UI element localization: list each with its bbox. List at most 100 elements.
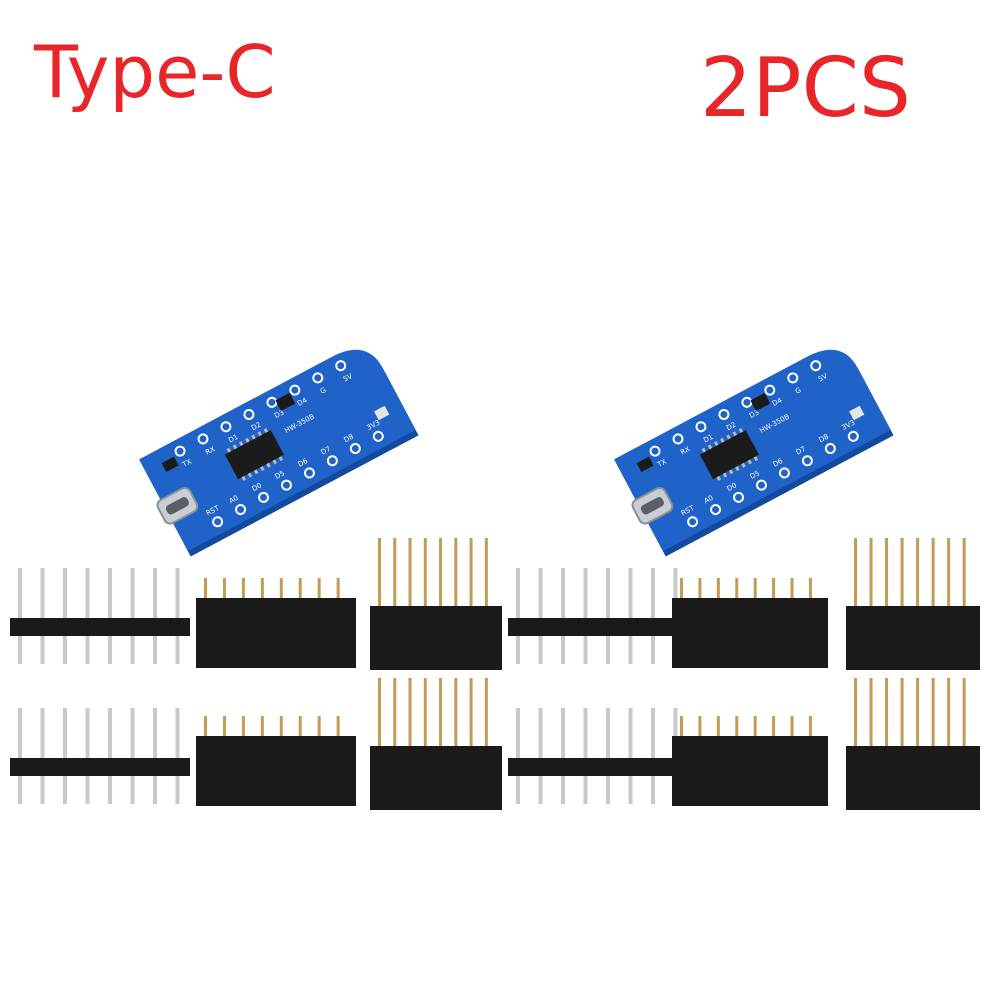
chip-leg: [722, 472, 728, 478]
long-pin: [484, 678, 488, 748]
female-pin: [336, 578, 340, 600]
female-pin: [317, 716, 321, 738]
pin-label: RX: [679, 445, 691, 457]
header-plastic: [846, 746, 980, 810]
pin-label: D8: [818, 433, 830, 445]
male-pin: [538, 708, 543, 804]
male-pin: [516, 568, 520, 664]
female-pin: [735, 716, 739, 738]
header-plastic: [370, 746, 502, 810]
pin-label: D4: [296, 396, 309, 408]
male-pin-header: [508, 568, 688, 664]
chip-leg: [247, 472, 253, 478]
pin-hole: [258, 491, 270, 503]
pin-label: 5V: [342, 372, 354, 384]
long-pin: [454, 678, 458, 748]
male-pin: [651, 568, 655, 664]
long-pin: [439, 678, 443, 748]
long-pin: [885, 538, 889, 608]
female-pin: [753, 578, 757, 600]
chip-leg: [272, 459, 277, 465]
chip-leg: [266, 462, 271, 468]
male-pin-header: [508, 708, 688, 804]
long-pin: [854, 678, 857, 748]
male-pin: [538, 568, 543, 664]
long-pin: [408, 538, 412, 608]
female-pin: [808, 716, 812, 738]
chip-leg: [226, 447, 232, 453]
pin-hole: [787, 372, 799, 384]
male-pin: [63, 568, 67, 664]
usb-c-opening: [165, 497, 189, 515]
stackable-header: [370, 538, 502, 670]
female-pin: [204, 716, 207, 738]
female-header: [672, 716, 828, 806]
header-plastic: [846, 606, 980, 670]
pin-hole: [212, 516, 224, 528]
pin-hole: [733, 491, 745, 503]
transistor: [275, 392, 296, 412]
chip-leg: [245, 437, 250, 443]
female-pin: [698, 716, 702, 738]
long-pin: [393, 678, 397, 748]
long-pin: [423, 678, 427, 748]
female-pin: [808, 578, 812, 600]
pin-hole: [289, 384, 301, 396]
female-header: [196, 578, 356, 668]
long-pin: [439, 538, 443, 608]
male-pin: [18, 568, 22, 664]
female-pin: [260, 578, 264, 600]
male-pin-header: [10, 568, 190, 664]
pin-label: D2: [250, 421, 262, 433]
long-pin: [916, 538, 920, 608]
male-pin: [85, 568, 90, 664]
pin-hole: [235, 504, 247, 516]
male-pin-header: [10, 708, 190, 804]
pin-hole: [847, 430, 859, 442]
male-pin: [18, 708, 22, 804]
pin-hole: [280, 479, 292, 491]
header-plastic: [10, 758, 190, 776]
long-pin: [916, 678, 920, 748]
female-pin: [772, 578, 776, 600]
pin-label: D0: [251, 481, 263, 493]
pin-label: RX: [204, 445, 216, 457]
chip-leg: [738, 427, 744, 433]
pin-label: D1: [227, 433, 239, 445]
male-pin: [606, 568, 610, 664]
pin-label: TX: [180, 457, 193, 469]
long-pin: [947, 678, 951, 748]
female-header: [672, 578, 828, 668]
pin-hole: [778, 467, 790, 479]
female-pin: [790, 578, 794, 600]
type-c-label: Type-C: [34, 30, 276, 114]
regulator: [636, 456, 654, 473]
chip-leg: [732, 431, 737, 437]
pin-hole: [349, 443, 361, 455]
chip-leg: [251, 434, 256, 440]
male-pin: [130, 708, 135, 804]
pin-label: D5: [274, 469, 286, 481]
male-pin: [40, 708, 45, 804]
female-pin: [204, 578, 207, 600]
pin-label: G: [319, 386, 328, 396]
long-pin: [469, 678, 473, 748]
chip-leg: [741, 462, 746, 468]
male-pin: [516, 708, 520, 804]
female-pin: [298, 716, 302, 738]
chip-leg: [232, 444, 238, 450]
long-pin: [484, 538, 488, 608]
male-pin: [651, 708, 655, 804]
pin-label: D8: [343, 433, 355, 445]
chip-leg: [253, 469, 259, 475]
chip-leg: [728, 469, 734, 475]
reset-button: [849, 405, 865, 421]
male-pin: [153, 708, 157, 804]
pin-label: 5V: [817, 372, 829, 384]
chip-leg: [263, 427, 269, 433]
female-pin: [698, 578, 702, 600]
chip-leg: [720, 437, 725, 443]
chip-leg: [278, 456, 284, 462]
